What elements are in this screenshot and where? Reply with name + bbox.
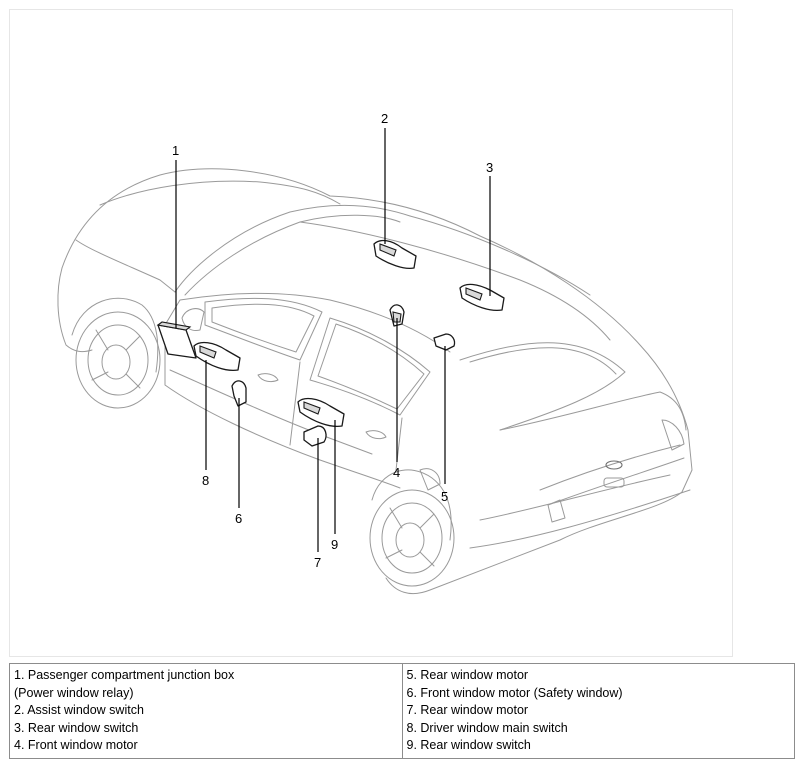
rear-window-motor-door-part [303,425,327,447]
legend-column-left: 1. Passenger compartment junction box (P… [9,663,403,759]
leader-lines [175,128,491,552]
callout-1: 1 [172,143,179,158]
callout-7: 7 [314,555,321,570]
rear-window-switch-door-part [297,397,345,428]
callout-2: 2 [381,111,388,126]
legend-item: 4. Front window motor [14,738,138,752]
callout-9: 9 [331,537,338,552]
legend-row: 1. Passenger compartment junction box (P… [9,663,795,759]
legend-item: 8. Driver window main switch [406,720,568,735]
rear-window-motor-part [433,333,456,351]
legend-column-right: 5. Rear window motor 6. Front window mot… [401,663,795,759]
callout-labels: 1 2 3 4 5 6 7 8 9 [172,111,493,570]
front-window-motor-part [389,304,405,327]
callout-8: 8 [202,473,209,488]
legend-item: (Power window relay) [14,685,134,700]
legend-item: 1. Passenger compartment junction box [14,668,235,682]
front-window-motor-safety-part [231,380,247,407]
legend-item: 9. Rear window switch [406,738,531,752]
legend-item: 5. Rear window motor [406,668,529,682]
rear-window-switch-part [459,283,505,312]
legend-table: 1. Passenger compartment junction box (P… [9,663,795,759]
driver-window-main-switch-part [193,341,241,372]
callout-3: 3 [486,160,493,175]
callout-5: 5 [441,489,448,504]
callout-4: 4 [393,465,400,480]
car-outline-drawing [57,168,693,594]
callout-6: 6 [235,511,242,526]
vehicle-component-diagram: 1 2 3 4 5 6 7 8 9 [57,111,693,594]
legend-item: 7. Rear window motor [406,703,529,717]
legend-item: 3. Rear window switch [14,720,139,735]
assist-window-switch-part [373,239,417,270]
legend-item: 2. Assist window switch [14,703,144,717]
legend-item: 6. Front window motor (Safety window) [406,685,623,700]
junction-box-part [156,321,197,359]
